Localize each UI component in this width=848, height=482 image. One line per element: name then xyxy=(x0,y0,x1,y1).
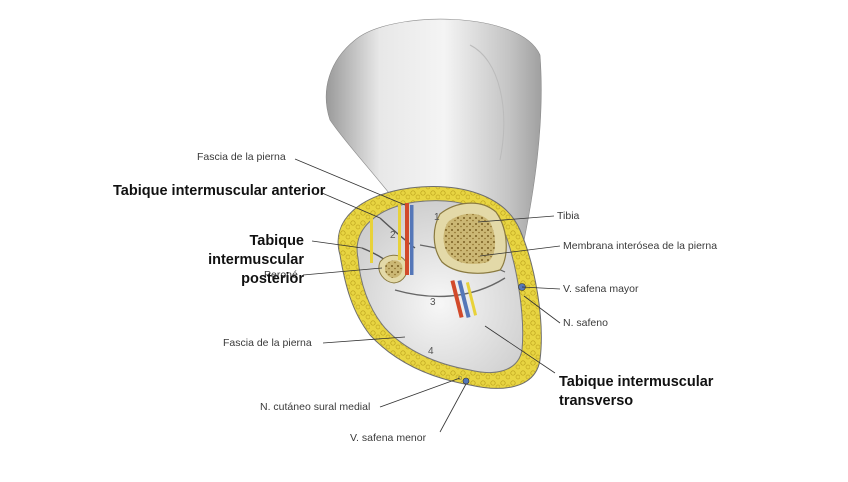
callout-posterior-line2: posterior xyxy=(241,271,304,287)
label-perone: Peroné xyxy=(264,269,298,281)
label-n-cutaneo: N. cutáneo sural medial xyxy=(260,401,371,413)
posterior-nerve xyxy=(465,282,478,316)
label-safena-menor: V. safena menor xyxy=(350,432,427,444)
label-fascia-top: Fascia de la pierna xyxy=(197,151,286,163)
label-safena-mayor: V. safena mayor xyxy=(563,283,639,295)
posterior-artery xyxy=(450,280,464,318)
callout-transverso-line2: transverso xyxy=(559,393,634,409)
posterior-vein xyxy=(457,280,471,318)
callout-transverso-line1: Tabique intermuscular xyxy=(559,374,714,390)
label-n-safeno: N. safeno xyxy=(563,317,608,329)
callout-transverso: Tabique intermuscular transverso xyxy=(559,373,713,411)
compartment-number: 2 xyxy=(390,230,396,241)
anterior-nerve xyxy=(398,205,401,260)
small-saphenous-vein xyxy=(462,377,470,385)
callout-anterior: Tabique intermuscular anterior xyxy=(113,183,326,199)
compartment-number: 3 xyxy=(430,297,436,308)
superficial-nerve xyxy=(370,218,373,263)
compartment-number: 1 xyxy=(434,212,440,223)
label-fascia-bottom: Fascia de la pierna xyxy=(223,337,312,349)
anterior-vein xyxy=(410,205,414,275)
label-membrana: Membrana interósea de la pierna xyxy=(563,240,718,252)
anterior-artery xyxy=(405,203,409,275)
compartment-number: 4 xyxy=(428,346,434,357)
callout-posterior-line1: Tabique intermuscular xyxy=(208,233,304,268)
leader-lines xyxy=(294,158,561,433)
septum-transverse xyxy=(394,277,506,298)
callout-posterior: Tabique intermuscular posterior xyxy=(154,232,304,289)
label-tibia: Tibia xyxy=(557,210,580,222)
